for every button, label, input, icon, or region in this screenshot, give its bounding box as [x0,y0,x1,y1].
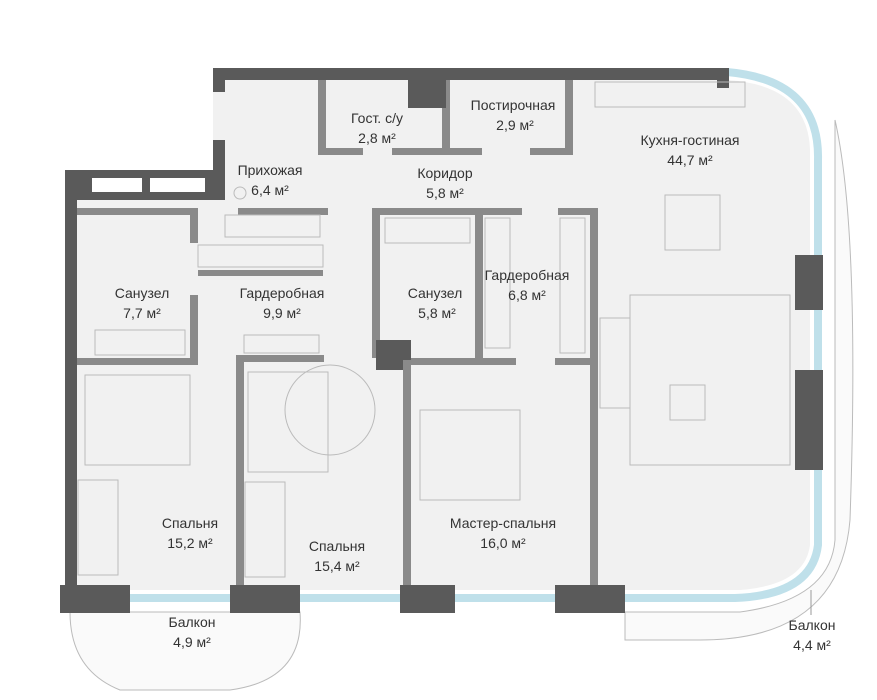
room-area-kitchen-living: 44,7 м² [667,152,713,168]
room-name-bathroom-2: Санузел [408,285,463,301]
facade-pier-3 [400,585,455,613]
room-name-wardrobe-2: Гардеробная [485,267,570,283]
outer-wall-top-right [717,68,729,88]
window-north-2 [150,178,205,192]
room-area-bedroom-1: 15,2 м² [167,535,213,551]
room-name-guest-wc: Гост. с/у [351,110,403,126]
room-area-guest-wc: 2,8 м² [358,130,396,146]
outer-wall-entry-left [213,68,225,92]
facade-pier-4 [555,585,625,613]
facade-pier-2 [230,585,300,613]
balcony-left-outline [69,611,301,691]
room-area-wardrobe-1: 9,9 м² [263,305,301,321]
outer-wall-top [213,68,727,80]
room-name-bedroom-2: Спальня [309,538,365,554]
furniture [77,81,791,578]
room-name-hallway: Прихожая [238,162,303,178]
room-name-kitchen-living: Кухня-гостиная [640,132,739,148]
room-labels: Гост. с/у 2,8 м² Постирочная 2,9 м² Кухн… [115,97,836,653]
room-name-balcony-1: Балкон [169,614,216,630]
apartment-floor [77,80,810,590]
room-area-corridor: 5,8 м² [426,185,464,201]
balcony-right-outline [624,119,854,641]
room-area-bathroom-1: 7,7 м² [123,305,161,321]
outer-wall-left [65,195,77,590]
room-area-bedroom-2: 15,4 м² [314,558,360,574]
room-area-balcony-1: 4,9 м² [173,634,211,650]
room-name-wardrobe-1: Гардеробная [240,285,325,301]
room-area-master-bedroom: 16,0 м² [480,535,526,551]
room-name-laundry: Постирочная [471,97,556,113]
room-area-laundry: 2,9 м² [496,117,534,133]
room-name-corridor: Коридор [417,165,473,181]
room-area-balcony-2: 4,4 м² [793,637,831,653]
glass-facade [130,68,823,602]
facade-pier-east-2 [795,370,823,470]
facade-pier-east-1 [795,255,823,310]
room-name-bedroom-1: Спальня [162,515,218,531]
room-area-wardrobe-2: 6,8 м² [508,287,546,303]
room-area-bathroom-2: 5,8 м² [418,305,456,321]
room-name-bathroom-1: Санузел [115,285,170,301]
room-name-master-bedroom: Мастер-спальня [450,515,556,531]
window-north-1 [92,178,142,192]
interior-walls [77,80,598,585]
room-area-hallway: 6,4 м² [251,182,289,198]
facade-pier-1 [60,585,130,613]
room-name-balcony-2: Балкон [789,617,836,633]
